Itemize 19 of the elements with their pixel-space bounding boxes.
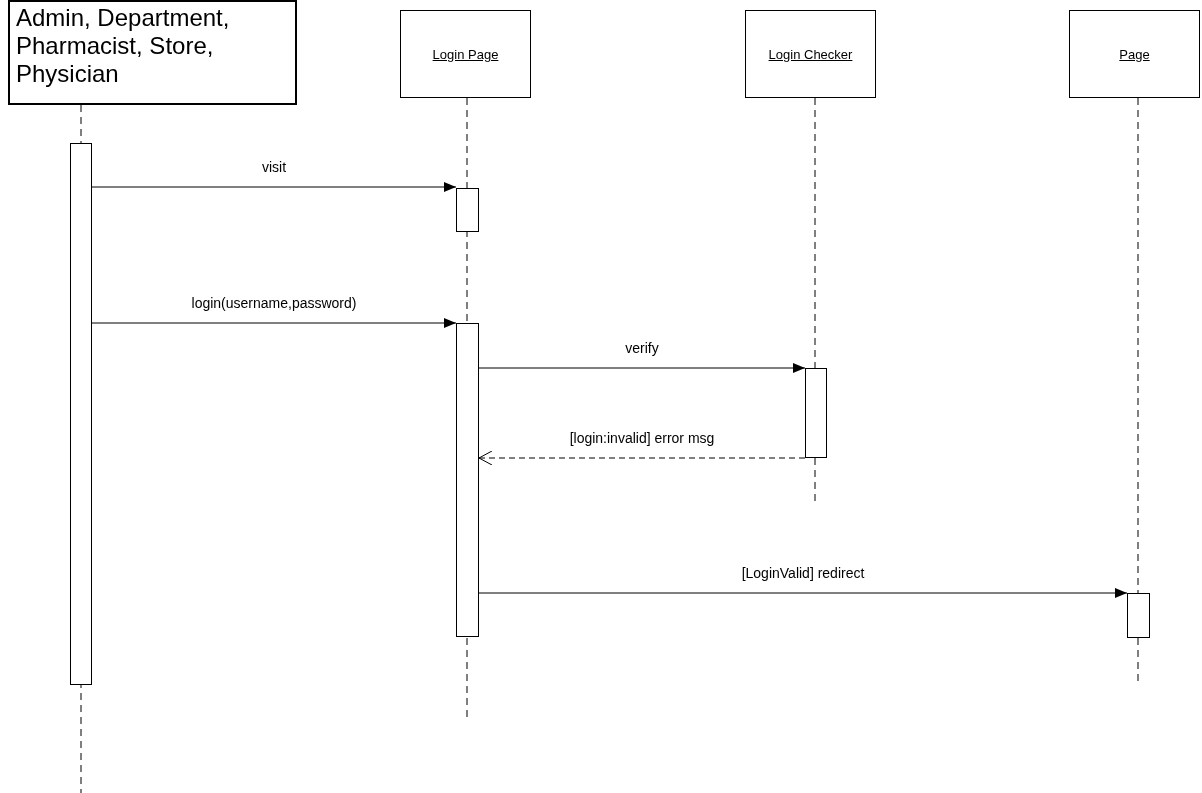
activation-bar <box>456 323 479 637</box>
message-arrow <box>91 318 457 328</box>
activation-bar <box>1127 593 1150 638</box>
message-arrow <box>478 588 1128 598</box>
activation-bar <box>70 143 92 685</box>
message-arrow <box>478 363 806 373</box>
activation-bar <box>805 368 827 458</box>
lifeline-head: Login Page <box>400 10 531 98</box>
return-arrow <box>478 450 806 466</box>
message-label: [login:invalid] error msg <box>569 430 715 446</box>
message-label: [LoginValid] redirect <box>741 565 865 581</box>
activation-bar <box>456 188 479 232</box>
message-arrow <box>91 182 457 192</box>
message-label: verify <box>625 340 659 356</box>
message-label: login(username,password) <box>191 295 357 311</box>
message-label: visit <box>261 159 287 175</box>
lifeline-head: Page <box>1069 10 1200 98</box>
actor-box: Admin, Department, Pharmacist, Store, Physician <box>8 0 297 105</box>
lifeline-head: Login Checker <box>745 10 876 98</box>
